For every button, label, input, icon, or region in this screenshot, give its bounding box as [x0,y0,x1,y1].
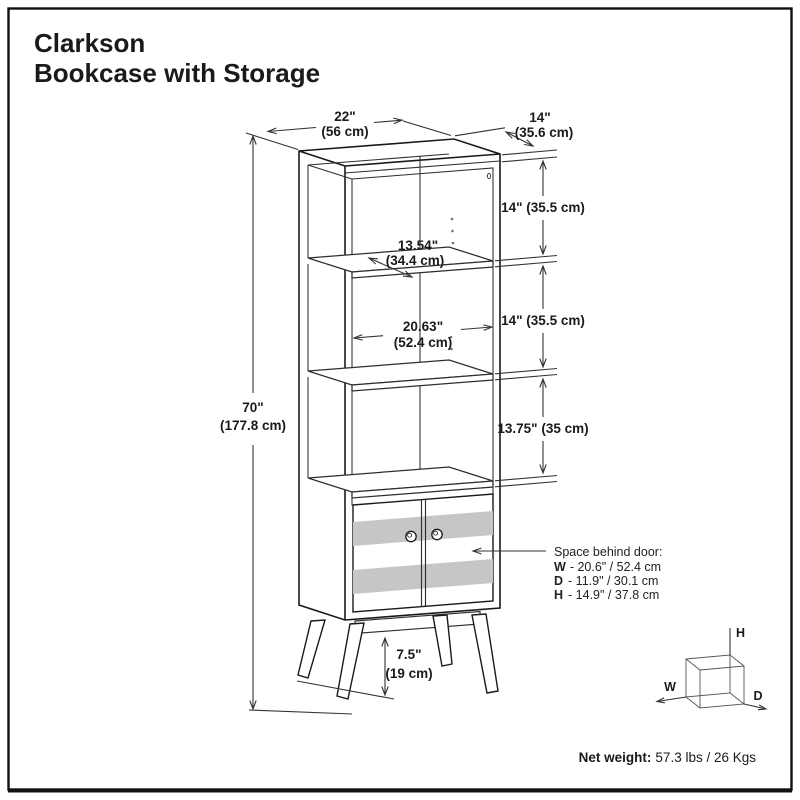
dim-top-depth: 14" (35.6 cm) [454,110,574,147]
dim-shelf-depth: 13.54" (34.4 cm) [367,238,445,278]
shelf-3-edge [351,480,494,499]
product-type: Bookcase with Storage [34,58,320,88]
arrow-downright-icon [402,270,414,278]
dim-leg-in: 7.5" [396,647,421,662]
door-stripe-bottom [353,559,493,594]
interior-frame [351,167,494,506]
arrow-right-icon [757,704,768,711]
arrow-up-icon [249,134,257,145]
d-axis-line [743,703,767,710]
dim-height-cm: (177.8 cm) [220,418,286,433]
door-space-w-value: - 20.6" / 52.4 cm [570,560,661,574]
dim-top-depth-in: 14" [529,110,550,125]
w-axis-label: W [664,680,676,694]
arrow-left-icon [655,697,665,704]
shelf-2-edge [351,373,494,392]
dim-leg-height: 7.5" (19 cm) [296,636,433,700]
arrow-down-icon [249,700,257,711]
leg-front-right [471,613,499,694]
dim-top-width: 22" (56 cm) [266,109,452,139]
arrow-up-icon [539,377,547,388]
arrow-right-icon [393,117,404,125]
door-stripe-top [353,511,493,546]
axis-legend: H W D [655,626,768,711]
arrow-up-icon [539,159,547,170]
dim-interior-width-in: 20.63" [403,319,443,334]
arrow-down-icon [539,245,547,256]
net-weight-label: Net weight: [579,750,652,765]
door-knob-left-inner [407,532,413,538]
dim-opening-1: 14" (35.5 cm) [501,159,585,256]
cabinet-drawing [297,138,501,700]
door-space-w-label: W [554,560,566,574]
base [297,610,499,700]
dim-leg-cm: (19 cm) [385,666,432,681]
arrow-up-icon [381,636,389,647]
dim-interior-width: 20.63" (52.4 cm) [352,319,494,350]
storage-doors [352,493,494,613]
arrow-down-icon [381,686,389,697]
w-axis-line [656,696,687,703]
door-space-h-label: H [554,588,563,602]
top-face [298,150,501,167]
net-weight-value: 57.3 lbs / 26 Kgs [655,750,756,765]
door-space-depth: D - 11.9" / 30.1 cm [554,574,658,588]
dim-opening-1-text: 14" (35.5 cm) [501,200,585,215]
cabinet-interior [307,153,494,506]
cube-icon [685,654,745,709]
d-axis-label: D [753,689,762,703]
leg-front-left [336,622,365,700]
arrow-left-icon [471,547,482,555]
shelf-pin-holes [449,217,455,351]
dim-extension-lines [494,149,558,488]
dim-opening-3-text: 13.75" (35 cm) [497,421,588,436]
door-knob-right-inner [433,530,439,536]
shelves [307,246,494,499]
door-space-heading: Space behind door: [554,545,662,559]
arrow-upleft-icon [504,131,515,139]
door-space-d-value: - 11.9" / 30.1 cm [568,574,658,588]
dim-opening-2: 14" (35.5 cm) [501,264,585,369]
dim-height-in: 70" [242,400,263,415]
door-space-note: Space behind door: W - 20.6" / 52.4 cm D-… [471,545,662,602]
arrow-down-icon [539,358,547,369]
arrow-left-icon [352,334,363,341]
dim-shelf-depth-cm: (34.4 cm) [386,253,445,268]
arrow-left-icon [266,127,277,135]
arrow-up-icon [539,264,547,275]
arrow-right-icon [483,324,494,331]
h-axis-label: H [736,626,745,640]
arrow-downright-icon [524,139,535,147]
leg-back-right [432,614,453,667]
arrow-down-icon [539,464,547,475]
dim-top-width-in: 22" [334,109,355,124]
dim-height: 70" (177.8 cm) [220,132,353,715]
door-space-width: W - 20.6" / 52.4 cm [554,560,661,574]
dim-opening-2-text: 14" (35.5 cm) [501,313,585,328]
dim-top-depth-cm: (35.6 cm) [515,125,574,140]
door-space-d-label: D [554,574,563,588]
product-name: Clarkson [34,28,145,58]
door-space-height: H - 14.9" / 37.8 cm [554,588,659,602]
door-space-h-value: - 14.9" / 37.8 cm [568,588,659,602]
doors-panel [352,493,494,613]
net-weight: Net weight:57.3 lbs / 26 Kgs [579,750,757,765]
dim-top-width-cm: (56 cm) [321,124,368,139]
dim-opening-3: 13.75" (35 cm) [497,377,589,475]
leg-back-left [297,619,326,679]
top-slab-band [344,160,501,174]
arrow-upleft-icon [367,257,379,265]
dim-shelf-depth-in: 13.54" [398,238,438,253]
cam-hole [486,173,492,179]
shelf-1-edge [351,260,494,279]
dim-interior-width-cm: (52.4 cm) [394,335,453,350]
door-split [420,499,427,607]
